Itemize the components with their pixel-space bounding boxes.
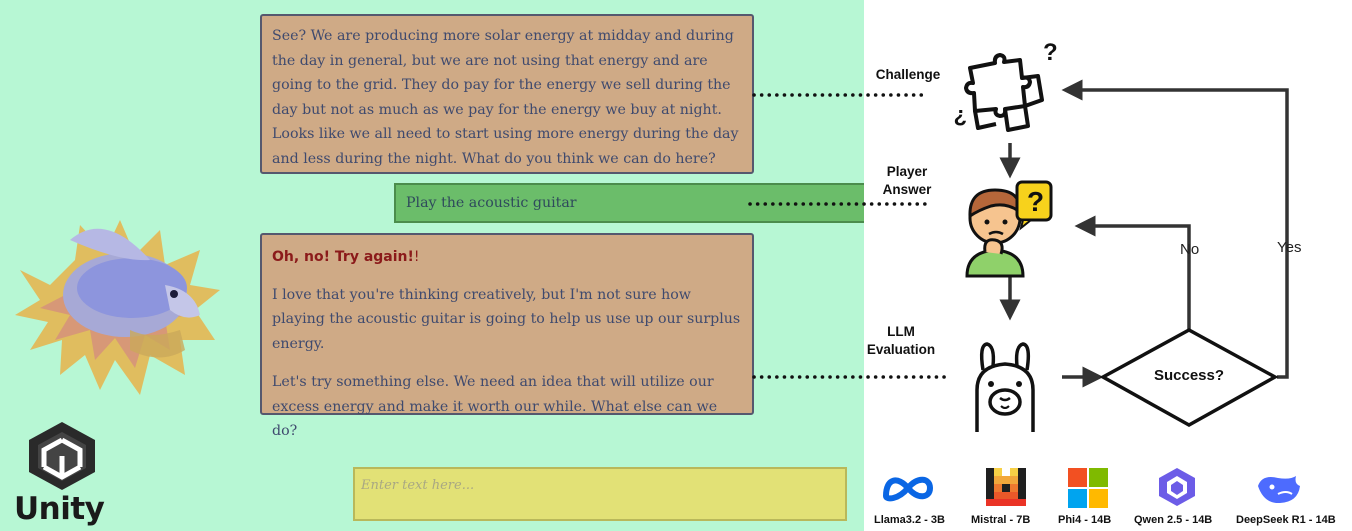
npc-message-text: See? We are producing more solar energy … bbox=[272, 28, 739, 167]
npc-creature-illustration bbox=[15, 220, 220, 395]
llama-icon bbox=[975, 342, 1035, 432]
answer-input[interactable] bbox=[361, 478, 839, 493]
model-label-llama: Llama3.2 - 3B bbox=[874, 514, 945, 526]
question-bubble-text: ? bbox=[1027, 186, 1044, 217]
decision-diamond bbox=[1099, 328, 1279, 428]
svg-text:?: ? bbox=[1043, 39, 1058, 66]
feedback-exclaim: ! bbox=[413, 249, 420, 265]
qwen-logo-icon bbox=[1159, 468, 1195, 506]
mistral-logo-icon bbox=[986, 468, 1026, 506]
answer-input-box[interactable] bbox=[353, 467, 847, 521]
svg-text:?: ? bbox=[954, 105, 967, 130]
player-answer-bubble: Play the acoustic guitar bbox=[394, 183, 864, 223]
puzzle-icon: ? ? bbox=[954, 39, 1058, 132]
model-label-qwen: Qwen 2.5 - 14B bbox=[1134, 514, 1213, 526]
feedback-paragraph-1: I love that you're thinking creatively, … bbox=[272, 286, 741, 352]
decision-text: Success? bbox=[1153, 367, 1225, 384]
edge-label-no: No bbox=[1180, 241, 1200, 258]
unity-label: Unity bbox=[14, 491, 105, 527]
model-label-deepseek: DeepSeek R1 - 14B bbox=[1236, 514, 1336, 526]
edge-label-yes: Yes bbox=[1277, 239, 1302, 256]
thinking-person-icon: ? bbox=[965, 180, 1053, 278]
unity-logo-icon bbox=[29, 422, 95, 490]
feedback-bubble: Oh, no! Try again!! I love that you're t… bbox=[260, 233, 754, 439]
model-label-mistral: Mistral - 7B bbox=[971, 514, 1031, 526]
player-answer-text: Play the acoustic guitar bbox=[406, 195, 577, 211]
feedback-paragraph-2: Let's try something else. We need an ide… bbox=[272, 374, 718, 439]
label-challenge: Challenge bbox=[875, 67, 941, 82]
microsoft-logo-icon bbox=[1068, 468, 1108, 508]
npc-message-bubble: See? We are producing more solar energy … bbox=[260, 14, 754, 174]
arrow-yes-branch bbox=[1061, 79, 1289, 379]
model-label-phi: Phi4 - 14B bbox=[1058, 514, 1112, 526]
meta-logo-icon bbox=[882, 476, 934, 502]
deepseek-logo-icon bbox=[1258, 476, 1300, 504]
feedback-title: Oh, no! Try again! bbox=[272, 249, 414, 265]
arrow-no-branch bbox=[1074, 215, 1191, 330]
game-screen: See? We are producing more solar energy … bbox=[0, 0, 864, 531]
